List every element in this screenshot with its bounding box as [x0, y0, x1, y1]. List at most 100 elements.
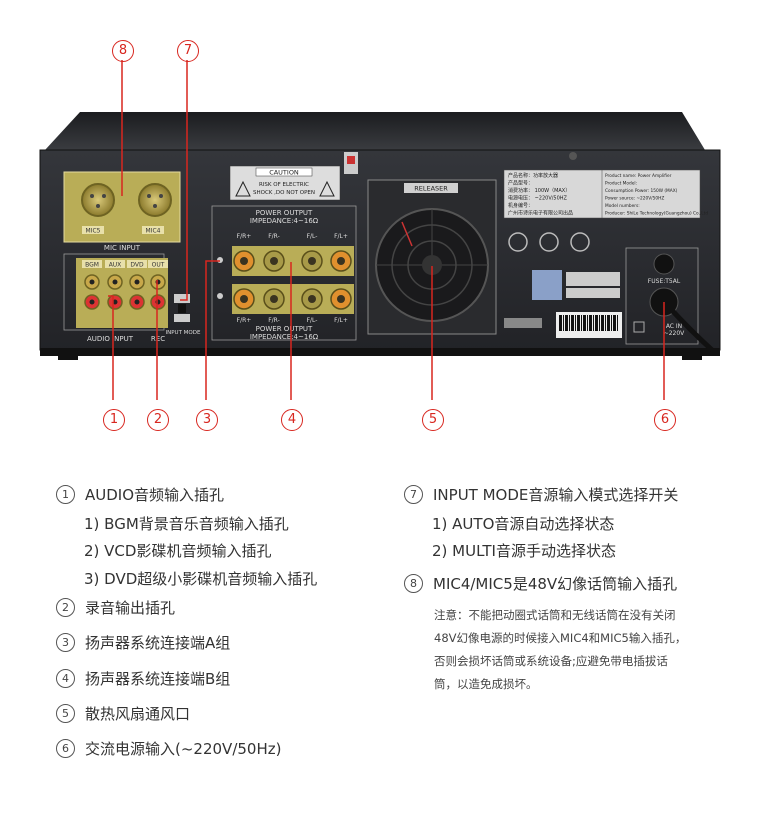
speaker-terminal: [330, 288, 352, 310]
jack-tag: [82, 260, 102, 268]
jack-label-dvd: DVD: [130, 262, 144, 269]
rec-label: REC: [151, 335, 165, 343]
note-line: 筒，以造免成损坏。: [434, 677, 538, 691]
rca-jack: [84, 294, 100, 310]
jack-label-aux: AUX: [109, 262, 122, 269]
note-line: 48V幻像电源的时候接入MIC4和MIC5输入插孔，: [434, 631, 687, 645]
mic-input-label: MIC INPUT: [104, 244, 141, 252]
power-output-block: POWER OUTPUT IMPEDANCE:4~16Ω F/R+ F/R- F/L…: [211, 205, 357, 341]
speaker-terminal: [263, 288, 285, 310]
spec-line: Model numbers:: [605, 203, 640, 209]
svg-text:RISK OF ELECTRIC: RISK OF ELECTRIC: [259, 182, 309, 188]
rca-jack: [84, 274, 100, 290]
jack-tag: [127, 260, 147, 268]
speaker-label: F/L+: [334, 233, 348, 240]
speaker-label: F/R-: [268, 317, 280, 324]
spec-line: Power source: ~220V/50HZ: [605, 196, 664, 202]
speaker-label: F/R+: [237, 233, 252, 240]
input-mode-label: INPUT MODE: [166, 330, 201, 336]
callout-lines: [108, 60, 665, 400]
spec-line: 消费功率： 100W（MAX）: [508, 187, 570, 194]
svg-text:RELEASER: RELEASER: [414, 185, 448, 193]
svg-text:CAUTION: CAUTION: [269, 169, 299, 177]
legend-sub-1-1: 1) BGM背景音乐音频输入插孔: [84, 515, 289, 533]
caution-label: CAUTION RISK OF ELECTRIC SHOCK ,DO NOT O…: [229, 152, 358, 201]
callout-1: 1: [103, 409, 125, 431]
spec-line: Producer: ShiLe Technology(Guangzhou) Co…: [605, 211, 708, 217]
spec-line: Product Model:: [605, 181, 637, 187]
rca-jack: [150, 274, 166, 290]
callout-3: 3: [196, 409, 218, 431]
mic5-label: MIC5: [86, 228, 101, 235]
jack-label-bgm: BGM: [85, 262, 99, 269]
speaker-terminal: [301, 288, 323, 310]
audio-input-label: AUDIO INPUT: [87, 335, 134, 343]
cooling-fan: RELEASER: [367, 179, 497, 335]
speaker-label: F/R+: [237, 317, 252, 324]
spec-line: Consumption Power: 150W (MAX): [605, 188, 678, 194]
spec-line: 广州市诗乐电子有限公司出品: [508, 210, 573, 217]
svg-text:POWER OUTPUT: POWER OUTPUT: [256, 325, 313, 333]
spec-line: 产品型号：: [508, 180, 533, 187]
chassis-top: [45, 112, 705, 150]
input-mode-switch: INPUT MODE: [166, 294, 201, 336]
rca-jack: [107, 294, 123, 310]
audio-input-block: BGM AUX DVD OUT AUDIO INPUT REC: [63, 253, 168, 343]
svg-text:IMPEDANCE:4~16Ω: IMPEDANCE:4~16Ω: [250, 333, 319, 341]
svg-text:FUSE:T5AL: FUSE:T5AL: [648, 278, 681, 285]
spec-line: 机身编号：: [508, 202, 533, 209]
callout-6: 6: [654, 409, 676, 431]
speaker-label: F/L-: [307, 317, 318, 324]
note-line: 否则会损坏话筒或系统设备;应避免带电插拔话: [434, 654, 668, 668]
svg-text:IMPEDANCE:4~16Ω: IMPEDANCE:4~16Ω: [250, 217, 319, 225]
amplifier-rear-panel: MIC5 MIC4 MIC INPUT BGM AUX DVD OUT AUDIO I…: [39, 60, 721, 400]
spec-line: 电源电压： ~220V/50HZ: [508, 195, 568, 202]
mic-input-block: MIC5 MIC4 MIC INPUT: [63, 171, 181, 252]
jack-tag: [148, 260, 168, 268]
rca-jack: [107, 274, 123, 290]
speaker-label: F/L+: [334, 317, 348, 324]
svg-text:~220V: ~220V: [664, 330, 685, 337]
mic4-label: MIC4: [146, 228, 161, 235]
spec-line: Product name: Power Amplifier: [605, 173, 672, 179]
phantom-power-note: 注意：不能把动圈式话筒和无线话筒在没有关闭 48V幻像电源的时候接入MIC4和M…: [434, 604, 734, 696]
note-line: 注意：不能把动圈式话筒和无线话筒在没有关闭: [434, 608, 676, 622]
rca-jack: [129, 274, 145, 290]
callout-8: 8: [112, 40, 134, 62]
legend-sub-7-2: 2) MULTI音源手动选择状态: [432, 542, 616, 560]
speaker-terminal: [263, 250, 285, 272]
speaker-label: F/L-: [307, 233, 318, 240]
callout-7: 7: [177, 40, 199, 62]
ac-power-block: FUSE:T5AL AC IN ~220V: [625, 247, 714, 352]
speaker-label: F/R-: [268, 233, 280, 240]
jack-label-out: OUT: [152, 262, 165, 269]
svg-text:SHOCK ,DO NOT OPEN: SHOCK ,DO NOT OPEN: [253, 190, 315, 196]
rca-jack: [129, 294, 145, 310]
callout-4: 4: [281, 409, 303, 431]
spec-line: 产品名称：功率放大器: [508, 172, 558, 179]
callout-2: 2: [147, 409, 169, 431]
svg-text:POWER OUTPUT: POWER OUTPUT: [256, 209, 313, 217]
speaker-terminal: [233, 250, 255, 272]
callout-5: 5: [422, 409, 444, 431]
jack-tag: [105, 260, 125, 268]
rca-jack: [150, 294, 166, 310]
legend-sub-7-1: 1) AUTO音源自动选择状态: [432, 515, 615, 533]
legend-sub-1-2: 2) VCD影碟机音频输入插孔: [84, 542, 272, 560]
svg-text:AC IN: AC IN: [666, 323, 682, 330]
legend-sub-1-3: 3) DVD超级小影碟机音频输入插孔: [84, 570, 318, 588]
speaker-terminal: [233, 288, 255, 310]
speaker-terminal: [301, 250, 323, 272]
